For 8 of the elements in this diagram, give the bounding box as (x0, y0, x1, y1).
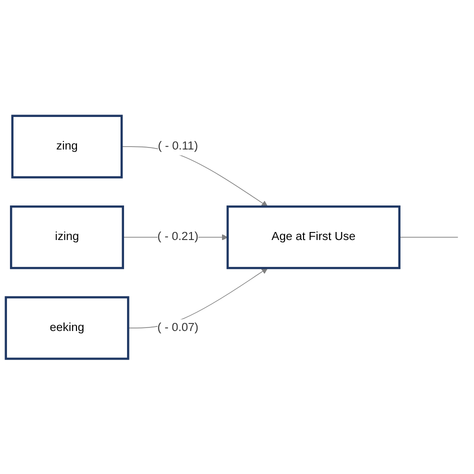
connector (399, 236, 458, 238)
node-box: izing (10, 205, 124, 269)
edge-label: ( - 0.21) (157, 230, 198, 243)
edge-label: ( - 0.11) (158, 140, 198, 152)
node-box: Age at First Use (226, 205, 400, 269)
edge-label: ( - 0.07) (157, 321, 198, 334)
node-box: zing (11, 114, 123, 178)
node-box: eeking (4, 296, 130, 360)
